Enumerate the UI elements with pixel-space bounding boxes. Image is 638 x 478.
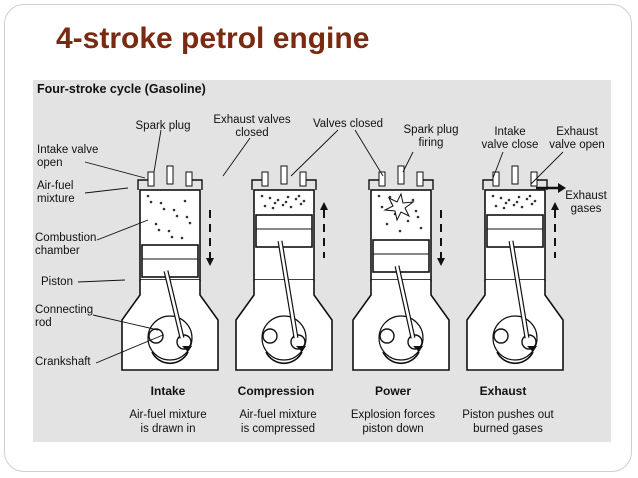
engine-diagram: Four-stroke cycle (Gasoline) Spa [33,80,611,442]
exhaust-valve-icon [530,171,538,187]
crankcase [466,280,564,371]
piston [486,214,544,248]
label-connecting-rod: Connecting rod [35,304,94,329]
spark-plug-icon [397,165,405,185]
piston [255,214,313,248]
stroke-name-exhaust: Exhaust [479,384,527,398]
rotation-arrow-icon [496,351,534,365]
diagram-title: Four-stroke cycle (Gasoline) [37,82,206,96]
intake-valve-icon [492,171,500,187]
spark-plug-icon [166,165,174,185]
crankcase [235,280,333,371]
label-intake-valve-open: Intake valve open [37,144,99,169]
stroke-name-compression: Compression [237,384,315,398]
exhaust-valve-icon [185,171,193,187]
crankcase [352,280,450,371]
piston [372,239,430,273]
crank-wheel [378,315,424,361]
exhaust-valve-icon [299,171,307,187]
stroke-desc-compression: Air-fuel mixture is compressed [239,409,317,435]
engine-illustration [77,129,566,371]
label-exhaust-valves-closed: Exhaust valves closed [213,114,291,139]
stroke-name-power: Power [374,384,411,398]
stroke-desc-power: Explosion forces piston down [350,409,436,435]
label-exhaust-gases: Exhaust gases [565,190,607,215]
engine-power [352,165,450,371]
intake-valve-icon [147,171,155,187]
piston [141,244,199,278]
crank-wheel [492,315,538,361]
label-valves-closed: Valves closed [312,118,384,130]
label-exhaust-valve-open: Exhaust valve open [549,126,605,151]
crank-wheel [261,315,307,361]
engine-intake [121,165,219,371]
intake-valve-icon [261,171,269,187]
label-intake-valve-close: Intake valve close [481,126,539,151]
spark-plug-icon [280,165,288,185]
slide-title: 4-stroke petrol engine [56,22,370,55]
stroke-desc-intake: Air-fuel mixture is drawn in [129,409,207,435]
label-air-fuel-mixture: Air-fuel mixture [37,180,75,205]
rotation-arrow-icon [265,351,303,365]
explosion-icon [383,192,415,222]
crank-wheel [147,315,193,361]
exhaust-valve-icon [416,171,424,187]
engine-compression [235,165,333,371]
stroke-desc-exhaust: Piston pushes out burned gases [462,409,554,435]
crankcase [121,280,219,371]
label-spark-plug-firing: Spark plug firing [403,124,459,149]
spark-plug-icon [511,165,519,185]
rotation-arrow-icon [382,351,420,365]
label-crankshaft: Crankshaft [35,356,91,368]
label-spark-plug: Spark plug [135,120,191,132]
intake-valve-icon [378,171,386,187]
engine-exhaust [466,165,564,371]
stroke-name-intake: Intake [150,384,186,398]
label-piston: Piston [41,276,73,288]
rotation-arrow-icon [151,351,189,365]
label-combustion-chamber: Combustion chamber [35,232,97,257]
